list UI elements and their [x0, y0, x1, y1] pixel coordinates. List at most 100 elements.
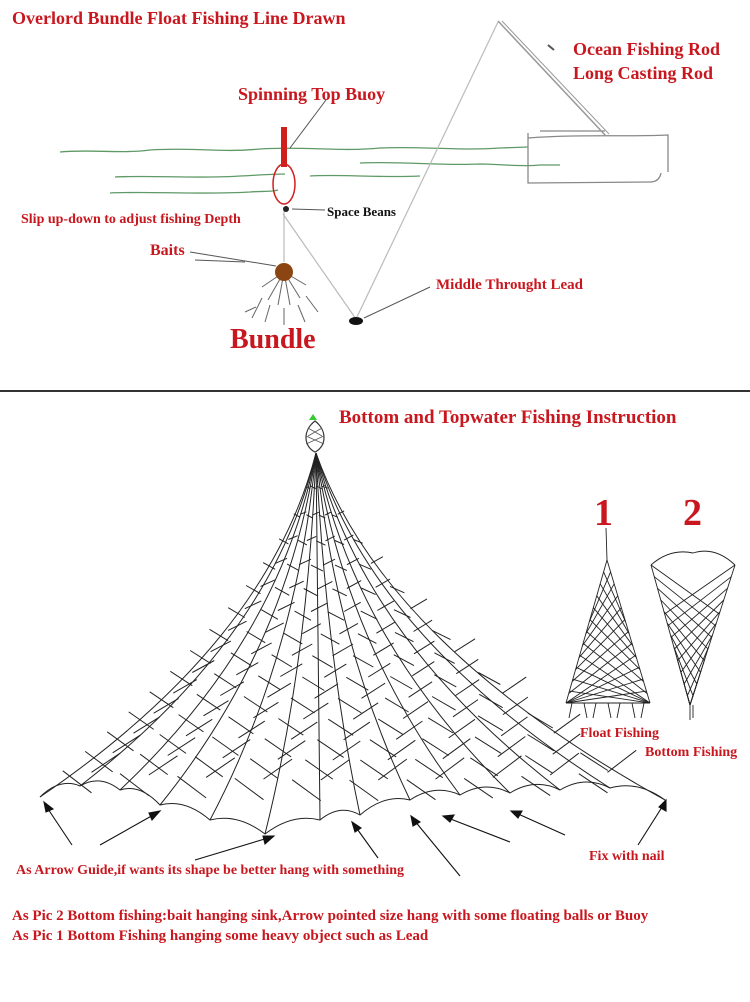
net-strand [212, 736, 239, 756]
net-strand [267, 682, 292, 698]
net-strand [393, 654, 415, 667]
net-strand [549, 752, 580, 776]
net-strand [302, 623, 322, 635]
net-strand [128, 711, 154, 730]
rod-label-line-1: Ocean Fishing Rod [573, 39, 721, 59]
net-strand [332, 643, 354, 657]
net-strand [346, 557, 360, 566]
arrow-icon [410, 814, 461, 877]
net-strand [177, 775, 207, 799]
net-strand [320, 759, 350, 781]
guide-arrows [43, 798, 667, 877]
net-strand [553, 713, 581, 734]
net-strand [373, 642, 394, 656]
net-strand [607, 749, 637, 773]
top-title: Overlord Bundle Float Fishing Line Drawn [12, 8, 346, 28]
net-strand [650, 564, 720, 615]
net-strand [406, 779, 436, 801]
net-strand [578, 607, 622, 658]
net-strand [314, 683, 339, 699]
net-strand [575, 619, 626, 670]
net-strand [572, 678, 651, 704]
net-strand [334, 540, 345, 545]
spinning-top-buoy [272, 127, 296, 212]
instruction-note-1: As Pic 2 Bottom fishing:bait hanging sin… [12, 908, 649, 924]
pic2-number: 2 [683, 492, 702, 534]
net-strand [474, 736, 502, 754]
net-strand [274, 586, 290, 596]
net-strand [318, 486, 322, 490]
net-strand [525, 755, 554, 774]
net-strand [289, 580, 304, 589]
net-strand [377, 718, 404, 736]
net-strand [293, 513, 301, 518]
net-strand [220, 681, 245, 696]
net-strand [663, 611, 705, 661]
net-strand [654, 576, 716, 627]
bundle-label: Bundle [230, 324, 316, 355]
net-strand [315, 452, 321, 821]
arrow-icon [43, 800, 73, 846]
net-strand [686, 646, 710, 696]
net-strand [315, 452, 611, 789]
net-strand [352, 702, 379, 720]
net-strand [286, 563, 300, 572]
net-strand [317, 580, 333, 590]
net-strand [280, 663, 303, 677]
net-strand [327, 611, 345, 621]
net-strand [422, 738, 449, 756]
net-strand [393, 609, 411, 618]
net-strand [673, 646, 694, 696]
net-strand [605, 527, 608, 561]
net-strand [278, 718, 304, 736]
net-strand [387, 739, 416, 761]
net-strand [222, 739, 251, 759]
net-strand [353, 539, 363, 544]
arrow-icon [637, 798, 667, 846]
net-strand [683, 634, 713, 685]
net-strand [277, 740, 306, 760]
baits-label: Baits [150, 242, 185, 259]
net-strand [582, 643, 648, 694]
net-strand [283, 632, 303, 645]
net-strand [328, 718, 354, 736]
net-strand [337, 697, 362, 714]
net-strand [203, 700, 229, 717]
net-strand [585, 583, 615, 635]
net-strand [631, 702, 636, 719]
net-strand [565, 678, 643, 704]
net-strand [395, 720, 423, 740]
net-strand [568, 643, 633, 694]
net-strand [324, 511, 332, 516]
fishing-line [282, 21, 499, 320]
net-strand [408, 681, 433, 698]
net-strand [315, 452, 511, 794]
net-strand [352, 655, 374, 668]
net-strand [305, 759, 334, 780]
space-beans-label: Space Beans [327, 204, 396, 219]
net-strand [582, 595, 619, 647]
net-strand [640, 702, 645, 719]
net-strand [260, 579, 276, 587]
net-strand [264, 738, 292, 758]
net-strand [339, 622, 359, 635]
net-strand [119, 452, 317, 791]
net-strand [173, 679, 198, 694]
net-strand [315, 452, 666, 801]
net-strand [170, 670, 193, 687]
net-strand [317, 739, 344, 758]
net-strand [456, 658, 479, 675]
fishing-rod [497, 20, 610, 137]
net-strand [315, 452, 361, 816]
net-strand [324, 663, 347, 678]
net-strand [583, 702, 588, 719]
net-strand [376, 621, 396, 634]
net-strand [394, 631, 414, 643]
net-strand [650, 550, 736, 566]
net-strand [106, 731, 134, 752]
net-strand [315, 452, 461, 796]
net-strand [189, 650, 211, 664]
net-strand [321, 485, 326, 488]
net-strand [133, 716, 160, 734]
